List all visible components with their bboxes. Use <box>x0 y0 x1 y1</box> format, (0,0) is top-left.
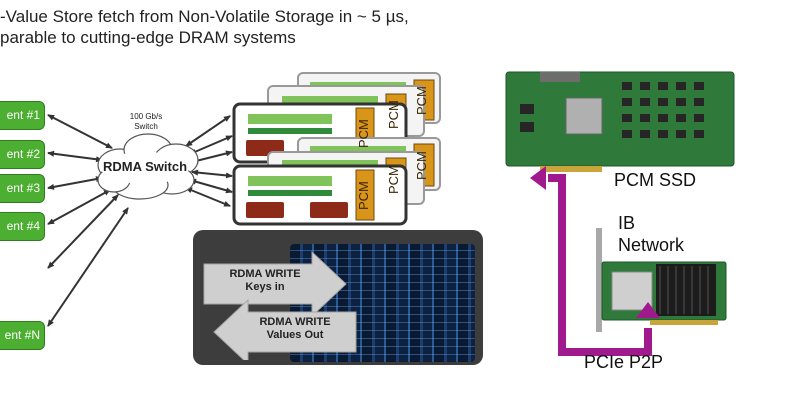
pcie-p2p-label: PCIe P2P <box>584 352 664 372</box>
arrow-client-4 <box>47 189 111 225</box>
pcm-ssd-board-image <box>505 71 735 172</box>
client-box-n: ent #N <box>0 321 45 350</box>
switch-server-arrows <box>185 115 233 207</box>
pcie-p2p-connector <box>548 174 652 356</box>
write-keys-text: RDMA WRITE Keys in <box>229 268 301 293</box>
keys-in-arrow <box>203 250 347 318</box>
pcm-label-bottom-mid: PCM <box>386 165 401 195</box>
arrow-client-3 <box>47 176 103 190</box>
client-box-1: ent #1 <box>0 101 45 130</box>
arrow-server-4 <box>191 169 233 179</box>
pcm-label-top-front: PCM <box>356 119 371 149</box>
ib-network-card-image <box>596 228 727 332</box>
client-box-4: ent #4 <box>0 212 45 241</box>
server-stack-top <box>232 72 441 164</box>
arrow-server-3 <box>191 150 233 164</box>
server-stack-bottom <box>232 137 441 226</box>
arrow-client-2 <box>47 150 103 163</box>
ib-network-label: IB Network <box>618 213 685 255</box>
client-switch-arrows <box>47 114 129 327</box>
client-box-2: ent #2 <box>0 140 45 169</box>
rdma-switch-label: RDMA Switch <box>103 159 188 174</box>
pcm-label-top-back: PCM <box>414 86 429 116</box>
pcm-ssd-label: PCM SSD <box>614 170 697 190</box>
write-values-text: RDMA WRITE Values Out <box>259 316 331 341</box>
arrow-server-1 <box>185 115 231 147</box>
pcm-label-bottom-front: PCM <box>356 181 371 211</box>
arrow-client-n <box>47 207 129 327</box>
arrow-server-5 <box>189 178 233 194</box>
slide-title: -Value Store fetch from Non-Volatile Sto… <box>0 6 409 48</box>
values-out-arrow <box>213 298 357 360</box>
rdma-arrows <box>203 250 357 360</box>
arrow-client-1 <box>47 114 113 149</box>
arrow-client-mid <box>47 194 119 269</box>
arrow-server-6 <box>185 187 231 207</box>
title-line-1: -Value Store fetch from Non-Volatile Sto… <box>0 7 409 26</box>
switch-speed-label: 100 Gb/s Switch <box>129 112 163 131</box>
pcm-label-top-mid: PCM <box>386 100 401 130</box>
title-line-2: parable to cutting-edge DRAM systems <box>0 28 296 47</box>
client-box-3: ent #3 <box>0 174 45 203</box>
pcm-label-bottom-back: PCM <box>414 151 429 181</box>
